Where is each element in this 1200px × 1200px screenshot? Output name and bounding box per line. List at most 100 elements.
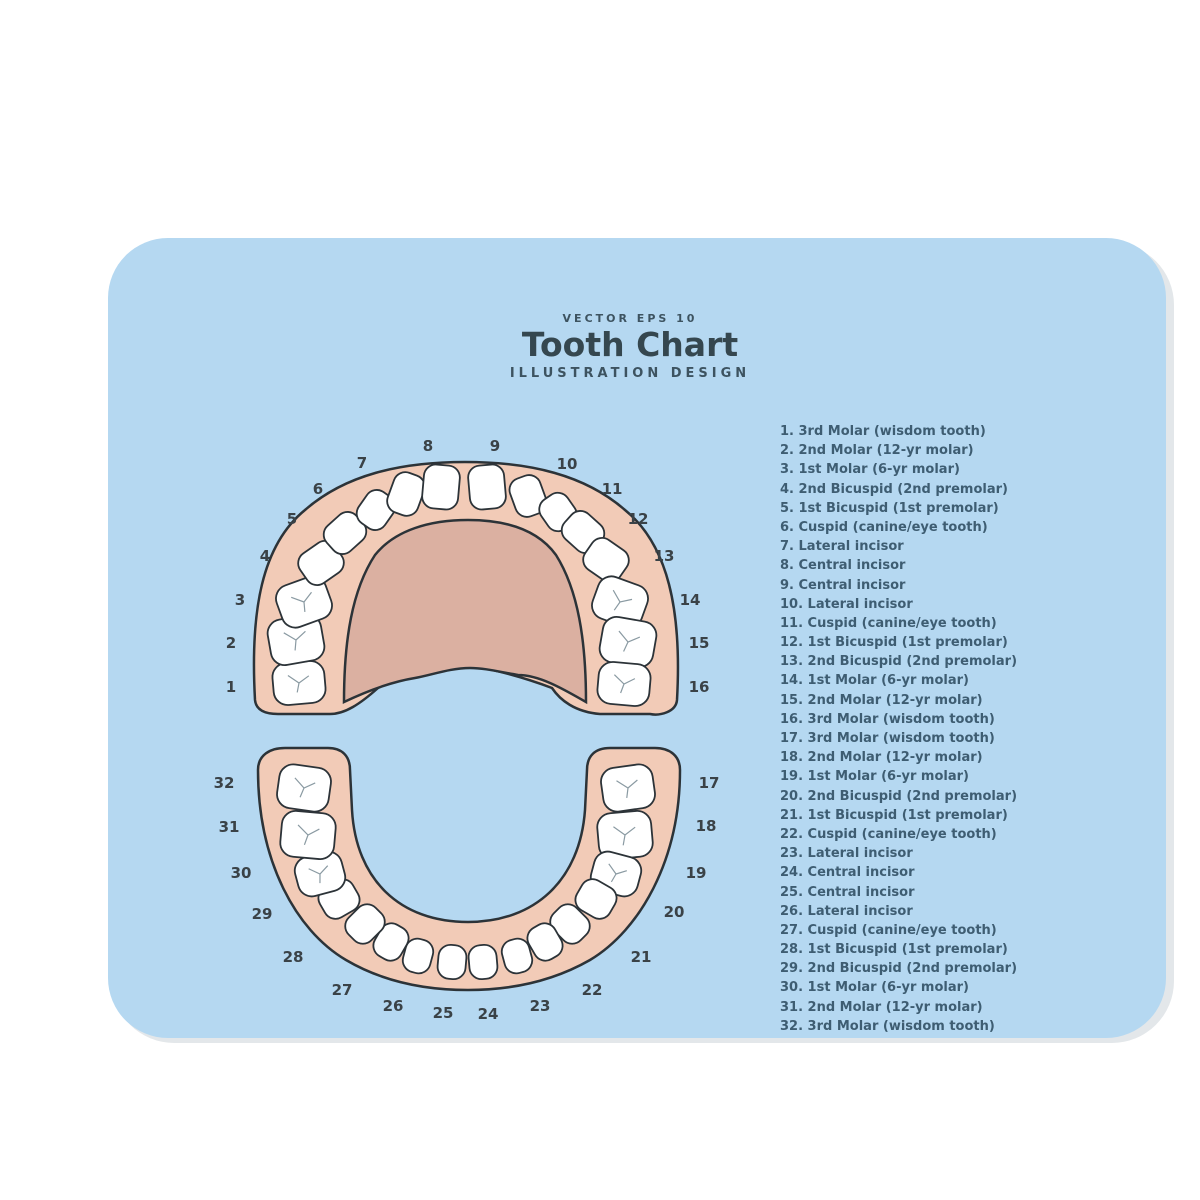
legend-item: 9. Central incisor [780, 577, 906, 593]
tooth [355, 489, 397, 531]
tooth-crown [386, 471, 426, 517]
legend-item: 13. 2nd Bicuspid (2nd premolar) [780, 654, 1018, 670]
legend-item: 16. 3rd Molar (wisdom tooth) [780, 711, 995, 727]
tooth-crown [467, 463, 507, 511]
tooth-number-label: 25 [433, 1004, 454, 1022]
tooth-number-label: 4 [260, 547, 270, 565]
tooth-number-label: 27 [332, 981, 353, 999]
legend-item: 6. Cuspid (canine/eye tooth) [780, 519, 988, 535]
chart-title: Tooth Chart [521, 325, 739, 364]
tooth [598, 615, 658, 669]
tooth-groove [283, 630, 306, 651]
tooth-groove [294, 777, 316, 798]
tooth-number-label: 7 [357, 454, 367, 472]
tooth-number-label: 2 [226, 634, 236, 652]
tooth [500, 937, 534, 975]
tooth-number-label: 12 [628, 510, 649, 528]
legend-item: 19. 1st Molar (6-yr molar) [780, 769, 969, 785]
tooth [467, 463, 507, 511]
tooth-number-label: 11 [602, 480, 623, 498]
tooth-crown [401, 937, 435, 975]
tooth [596, 661, 652, 707]
legend-item: 32. 3rd Molar (wisdom tooth) [780, 1018, 995, 1034]
teeth-group [266, 463, 658, 981]
tooth-groove [613, 826, 636, 846]
legend-item: 12. 1st Bicuspid (1st premolar) [780, 635, 1008, 651]
tooth-number-label: 5 [287, 510, 297, 528]
tooth-number-label: 9 [490, 437, 500, 455]
legend-item: 7. Lateral incisor [780, 539, 904, 555]
tooth-number-label: 14 [680, 591, 701, 609]
tooth [600, 763, 656, 813]
tooth-legend-list: 1. 3rd Molar (wisdom tooth) 2. 2nd Molar … [780, 422, 1120, 1036]
tooth [596, 810, 654, 860]
legend-item: 27. Cuspid (canine/eye tooth) [780, 922, 997, 938]
tooth [271, 660, 327, 706]
legend-item: 26. Lateral incisor [780, 903, 913, 919]
tooth [276, 763, 332, 813]
legend-item: 14. 1st Molar (6-yr molar) [780, 673, 969, 689]
tooth-groove [308, 865, 329, 884]
tooth-number-label: 18 [696, 817, 717, 835]
legend-item: 29. 2nd Bicuspid (2nd premolar) [780, 961, 1018, 977]
tooth-number-label: 31 [219, 818, 240, 836]
tooth-number-label: 22 [582, 981, 603, 999]
tooth-crown [526, 922, 564, 962]
tooth-groove [612, 589, 633, 611]
tooth-groove [613, 674, 636, 694]
tooth-number-label: 6 [313, 480, 323, 498]
tooth-groove [297, 824, 320, 846]
tooth [591, 575, 649, 629]
tooth-number-label: 16 [689, 678, 710, 696]
tooth-number-label: 20 [664, 903, 685, 921]
tooth [526, 922, 564, 962]
tooth-crown [467, 943, 499, 981]
tooth [582, 537, 630, 583]
tooth-number-label: 13 [654, 547, 675, 565]
tooth-number-label: 8 [423, 437, 433, 455]
tooth-number-label: 29 [252, 905, 273, 923]
tooth [508, 474, 548, 518]
tooth-crown [500, 937, 534, 975]
legend-item: 24. Central incisor [780, 865, 915, 881]
legend-item: 31. 2nd Molar (12-yr molar) [780, 999, 983, 1015]
tooth-groove [608, 863, 628, 883]
tooth-number-label: 23 [530, 997, 551, 1015]
tooth [436, 943, 468, 981]
legend-item: 8. Central incisor [780, 558, 906, 574]
legend-item: 28. 1st Bicuspid (1st premolar) [780, 942, 1008, 958]
legend-item: 17. 3rd Molar (wisdom tooth) [780, 731, 995, 746]
palate [342, 518, 588, 705]
tooth-groove [616, 779, 638, 799]
tooth [275, 575, 333, 629]
tooth-number-label: 3 [235, 591, 245, 609]
legend-item: 1. 3rd Molar (wisdom tooth) [780, 424, 986, 439]
legend-item: 23. Lateral incisor [780, 846, 913, 862]
tooth-number-label: 28 [283, 948, 304, 966]
tooth-number-label: 32 [214, 774, 235, 792]
legend-item: 30. 1st Molar (6-yr molar) [780, 980, 969, 996]
tooth [574, 878, 618, 920]
legend-item: 18. 2nd Molar (12-yr molar) [780, 750, 983, 766]
tooth-number-label: 24 [478, 1005, 499, 1023]
tooth-crown [574, 878, 618, 920]
legend-item: 3. 1st Molar (6-yr molar) [780, 462, 960, 478]
legend-item: 21. 1st Bicuspid (1st premolar) [780, 807, 1008, 823]
tooth [344, 903, 386, 945]
tooth [279, 810, 337, 860]
legend-item: 2. 2nd Molar (12-yr molar) [780, 443, 974, 459]
tooth-number-label: 26 [383, 997, 404, 1015]
tooth-crown [436, 943, 468, 981]
tooth-number-label: 19 [686, 864, 707, 882]
tooth-groove [291, 591, 312, 613]
tooth-number-label: 10 [557, 455, 578, 473]
tooth-number-label: 30 [231, 864, 252, 882]
tooth-crown [421, 463, 461, 511]
tooth-number-label: 15 [689, 634, 710, 652]
tooth-number-label: 1 [226, 678, 236, 696]
title-sub: ILLUSTRATION DESIGN [509, 366, 751, 381]
tooth [467, 943, 499, 981]
legend-item: 11. Cuspid (canine/eye tooth) [780, 615, 997, 631]
title-block: VECTOR EPS 10 Tooth Chart ILLUSTRATION D… [480, 312, 780, 381]
